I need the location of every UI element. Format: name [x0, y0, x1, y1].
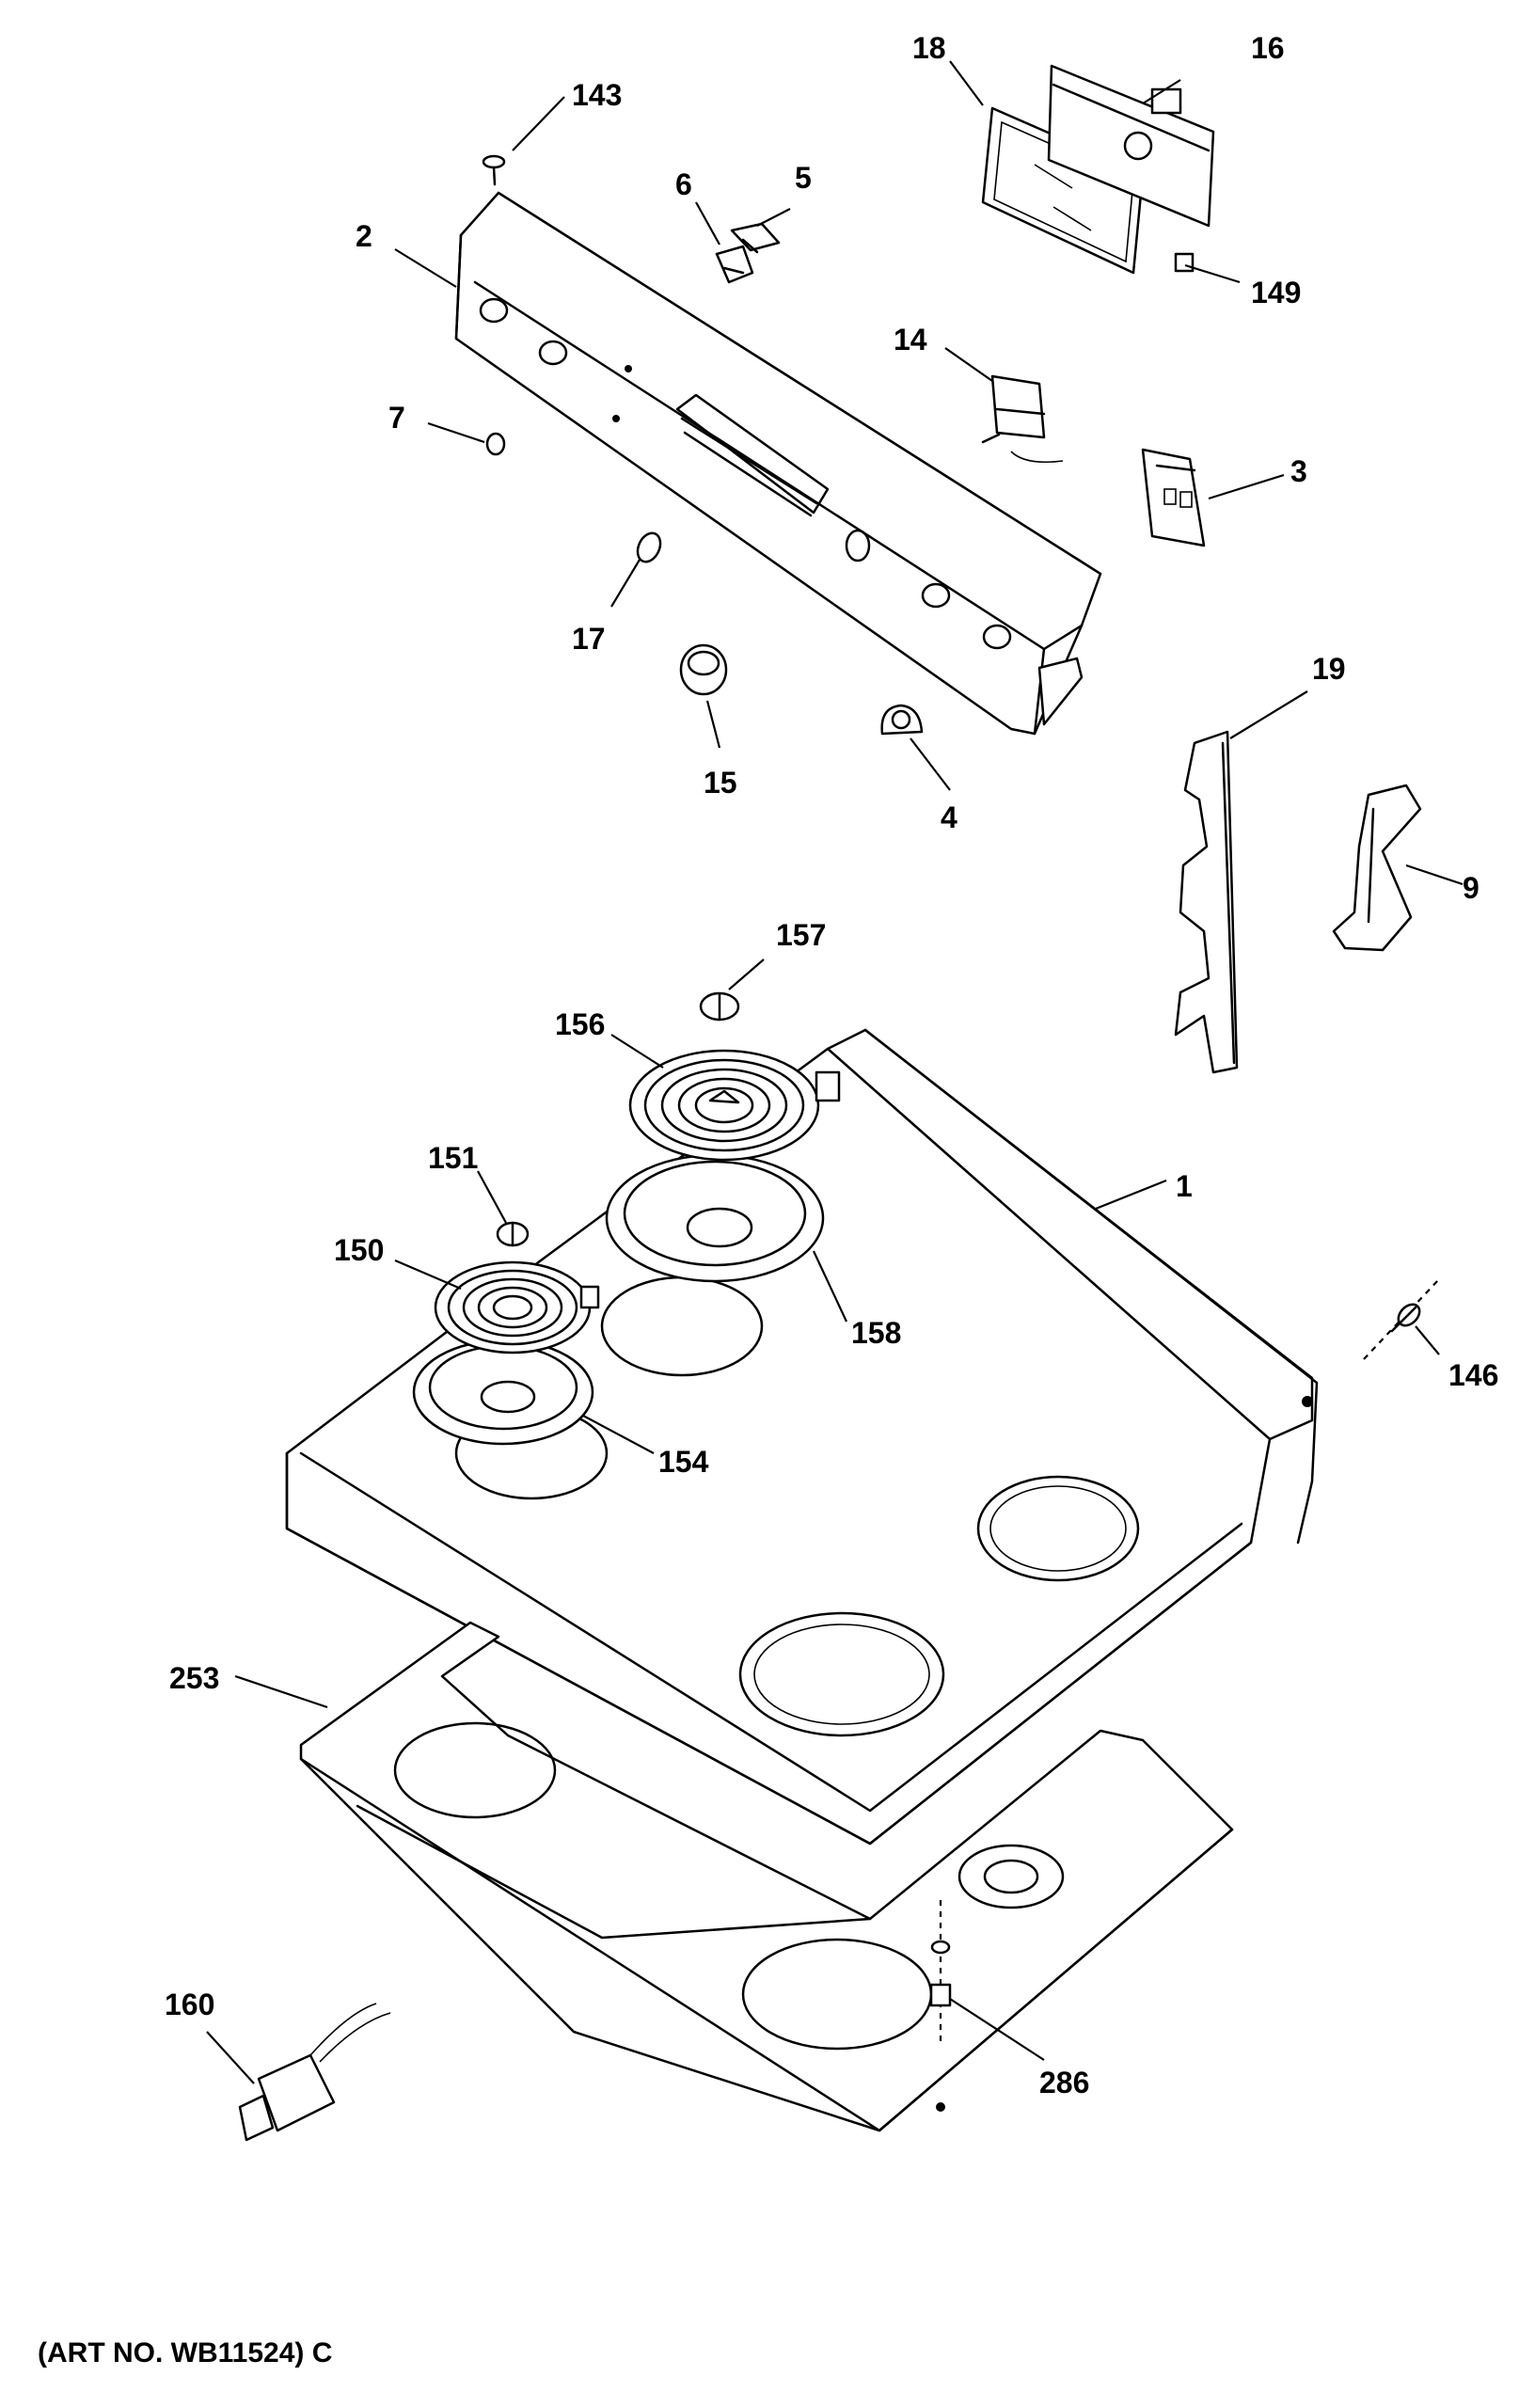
surface-unit-150	[434, 1260, 600, 1354]
label-part-2: 2	[356, 219, 372, 253]
lamp-17	[636, 531, 662, 563]
burner-box-253	[299, 1621, 1234, 2132]
screw-143	[482, 154, 506, 186]
label-part-158: 158	[851, 1316, 901, 1350]
end-cap-19	[1174, 730, 1239, 1074]
label-part-156: 156	[555, 1007, 605, 1041]
clip-6	[715, 245, 754, 284]
receptacle-151	[496, 1221, 530, 1247]
art-number-caption: (ART NO. WB11524) C	[38, 2337, 333, 2368]
control-panel-backsplash	[454, 191, 1102, 736]
wire-holder-286	[929, 1900, 952, 2041]
part-labels: 1 2 3 4 5 6 7 9 14 15 16 17 18 19 143 14…	[165, 31, 1498, 2099]
drip-pan-154	[412, 1339, 594, 1446]
label-part-286: 286	[1039, 2066, 1089, 2099]
label-part-151: 151	[428, 1141, 478, 1175]
terminal-block-160	[238, 2003, 391, 2142]
clock-16	[1047, 64, 1215, 228]
bracket-5	[730, 222, 781, 254]
label-part-5: 5	[795, 161, 812, 195]
label-part-14: 14	[894, 323, 927, 356]
surface-unit-156	[628, 1049, 841, 1162]
label-part-16: 16	[1251, 31, 1285, 65]
end-cap-9	[1332, 784, 1422, 952]
receptacle-157	[699, 991, 740, 1022]
label-part-15: 15	[704, 766, 737, 800]
plug-7	[485, 432, 506, 456]
label-part-146: 146	[1448, 1358, 1498, 1392]
label-part-3: 3	[1290, 454, 1307, 488]
leader-lines	[206, 60, 1464, 2084]
knob-149	[1174, 252, 1195, 273]
label-part-157: 157	[776, 918, 826, 952]
knob-4	[880, 704, 924, 736]
knob-15	[679, 643, 728, 696]
label-part-4: 4	[941, 800, 957, 834]
switch-3	[1141, 448, 1206, 547]
switch-14	[981, 374, 1064, 464]
screw-146	[1363, 1278, 1440, 1360]
label-part-6: 6	[675, 167, 692, 201]
label-part-253: 253	[169, 1661, 219, 1695]
drip-pan-158	[605, 1153, 825, 1283]
label-part-18: 18	[912, 31, 946, 65]
label-part-19: 19	[1312, 652, 1346, 686]
label-part-150: 150	[334, 1233, 384, 1267]
label-part-160: 160	[165, 1988, 214, 2021]
cooktop-1	[285, 1028, 1319, 1846]
label-part-143: 143	[572, 78, 622, 112]
label-part-17: 17	[572, 622, 606, 656]
label-part-1: 1	[1176, 1169, 1193, 1203]
label-part-9: 9	[1463, 871, 1480, 905]
label-part-154: 154	[658, 1445, 709, 1479]
label-part-7: 7	[388, 401, 405, 435]
label-part-149: 149	[1251, 276, 1301, 309]
